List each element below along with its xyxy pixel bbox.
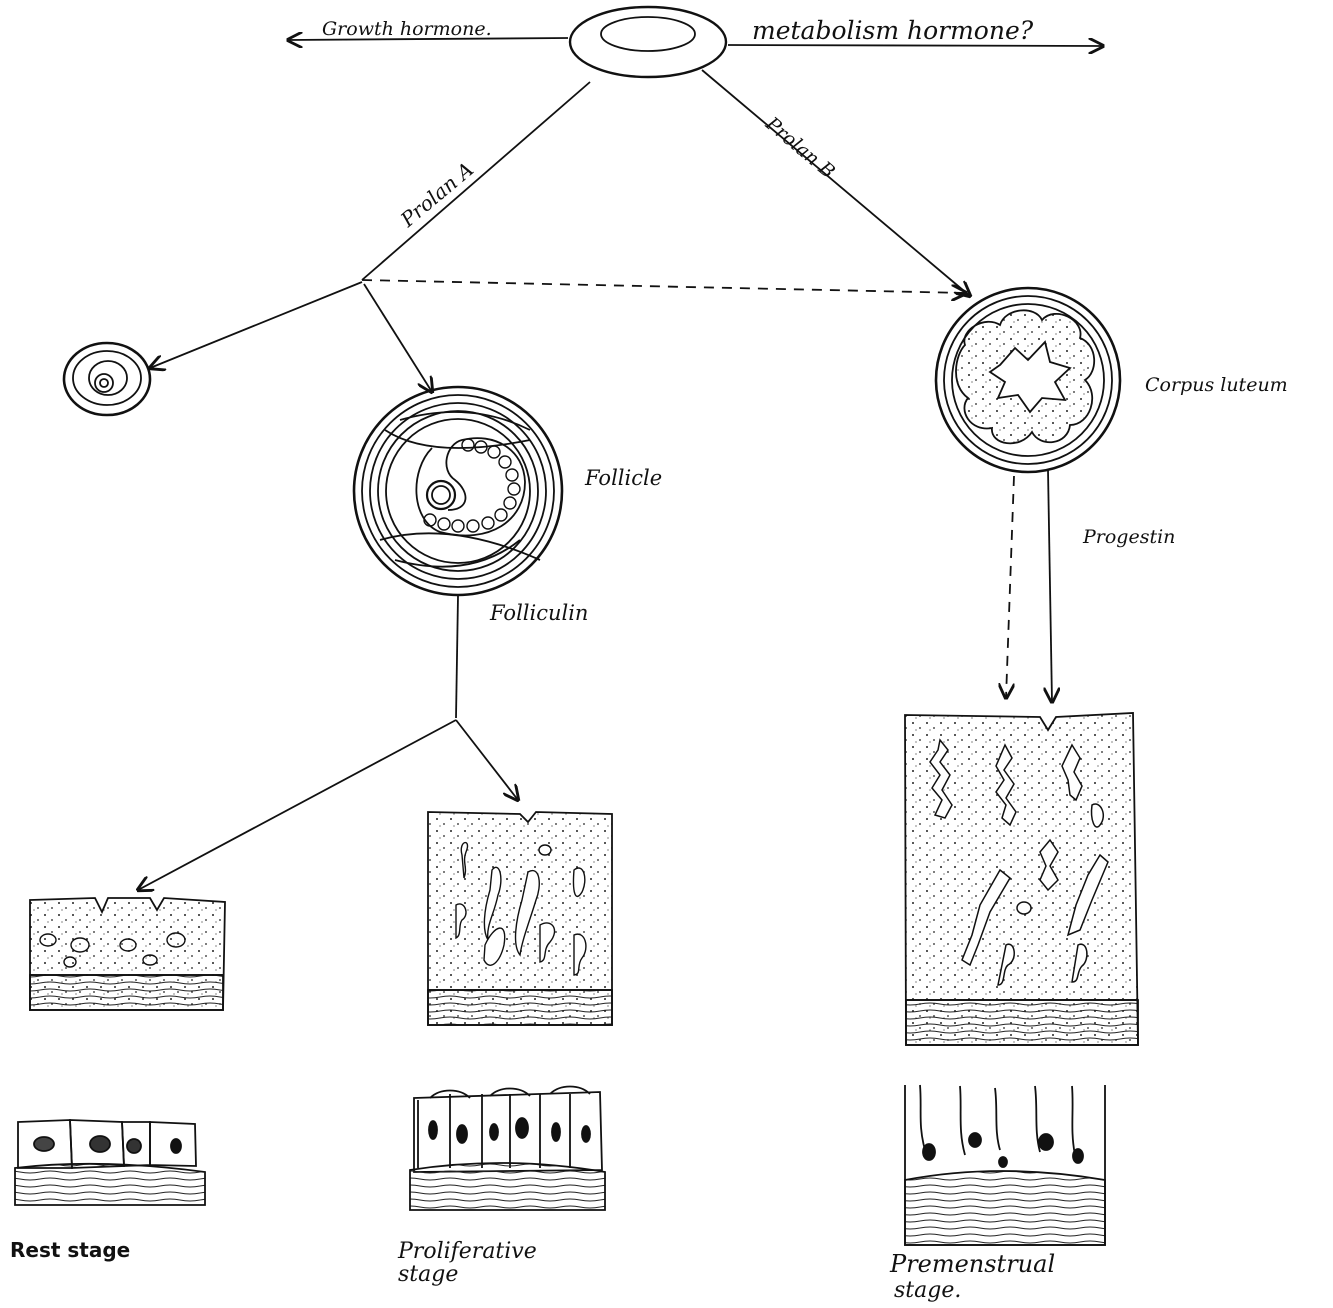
proliferative-stage-tissue [428, 812, 612, 1025]
arrow-to-oocyte [150, 282, 362, 368]
metabolism-hormone-arrow [728, 45, 1103, 46]
premenstrual-stage-label-line1: Premenstrual [890, 1252, 1055, 1276]
dashed-arrow-to-corpus [362, 280, 966, 293]
folliculin-line [456, 596, 458, 718]
arrow-to-follicle [364, 284, 432, 392]
rest-stage-cells [15, 1120, 205, 1205]
follicle-label: Follicle [585, 468, 662, 489]
premenstrual-stage-label-line2: stage. [894, 1280, 961, 1302]
folliculin-label: Folliculin [490, 603, 588, 624]
progestin-arrow [1048, 470, 1052, 702]
rest-stage-label: Rest stage [10, 1240, 130, 1260]
premenstrual-stage-cells [905, 1085, 1105, 1245]
progestin-dashed-arrow [1006, 476, 1014, 698]
premenstrual-stage-tissue [905, 713, 1138, 1045]
growth-hormone-label: Growth hormone. [322, 20, 492, 39]
prolan-a-line [362, 82, 590, 280]
follicle [354, 387, 562, 595]
pituitary-gland [570, 7, 726, 77]
progestin-label: Progestin [1083, 528, 1175, 547]
arrow-to-proliferative-stage [456, 720, 518, 800]
arrow-to-rest-stage [138, 720, 456, 890]
prolan-b-line [702, 70, 970, 296]
corpus-luteum [936, 288, 1120, 472]
proliferative-stage-cells [410, 1087, 605, 1211]
corpus-luteum-label: Corpus luteum [1145, 376, 1288, 395]
rest-stage-tissue [30, 898, 225, 1010]
proliferative-stage-label: Proliferative stage [398, 1240, 558, 1286]
oocyte [64, 343, 150, 415]
metabolism-hormone-label: metabolism hormone? [752, 18, 1033, 43]
